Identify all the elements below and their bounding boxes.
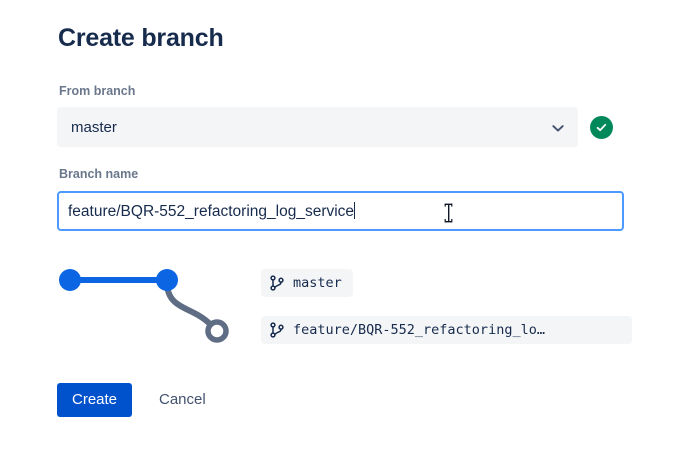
branch-name-value: feature/BQR-552_refactoring_log_service (68, 203, 355, 220)
commit-node-head (156, 269, 178, 291)
text-caret (354, 202, 356, 219)
branch-chip-label: master (293, 275, 342, 291)
from-branch-label: From branch (59, 84, 136, 98)
from-branch-selected-value: master (71, 119, 117, 136)
commit-node-start (59, 269, 81, 291)
chevron-down-icon[interactable] (551, 121, 565, 135)
branch-icon (270, 275, 284, 291)
branch-chip-label: feature/BQR-552_refactoring_lo… (293, 322, 545, 338)
branch-name-label: Branch name (59, 167, 139, 181)
create-button[interactable]: Create (57, 383, 133, 417)
cancel-button[interactable]: Cancel (155, 383, 210, 417)
page-title: Create branch (58, 24, 224, 52)
from-branch-row: master (57, 107, 632, 149)
new-branch-node (205, 319, 229, 343)
branch-name-input[interactable]: feature/BQR-552_refactoring_log_service (57, 191, 624, 231)
branch-chip-feature: feature/BQR-552_refactoring_lo… (261, 316, 632, 344)
branch-name-value-wrap: feature/BQR-552_refactoring_log_service (68, 202, 356, 222)
branch-icon (270, 322, 284, 338)
branch-chip-master: master (261, 269, 353, 297)
check-circle-icon (590, 116, 613, 139)
branch-graph (52, 258, 242, 353)
from-branch-select[interactable]: master (57, 107, 578, 147)
